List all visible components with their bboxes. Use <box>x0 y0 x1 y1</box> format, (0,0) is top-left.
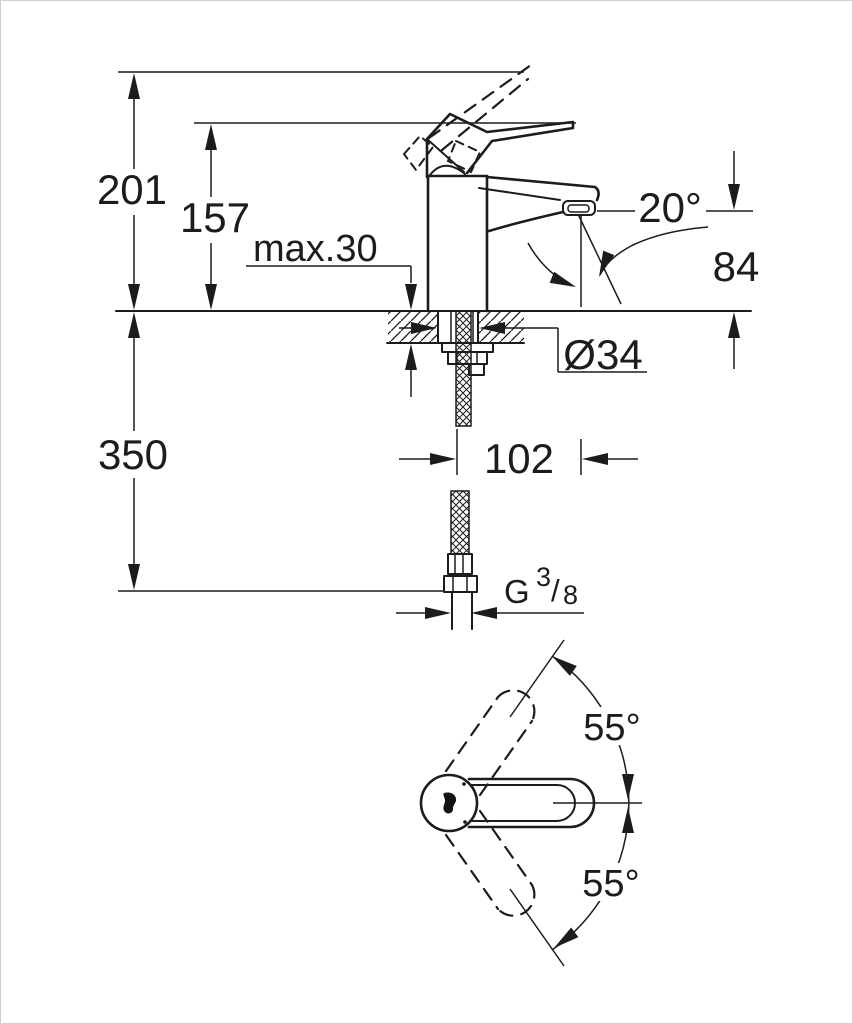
spout-top-edge <box>485 175 600 202</box>
aerator <box>562 200 596 216</box>
dim-spout-reach-label: 102 <box>484 435 554 482</box>
label-backing <box>578 707 646 745</box>
lever-handle <box>425 112 575 179</box>
spout-underside <box>487 210 565 233</box>
handle-rotated-down-dashed <box>444 809 536 917</box>
arrowhead <box>471 607 497 619</box>
cartridge-hidden-outline <box>446 139 482 174</box>
hose-ferrule <box>447 553 473 575</box>
dim-spray-angle-label: 20° <box>638 184 702 231</box>
thread-numerator-label: 3 <box>536 562 551 592</box>
mounting-shank <box>437 310 494 427</box>
thread-g-label: G <box>504 573 530 610</box>
arrowhead <box>128 564 140 590</box>
dim-spout-reach: 102 <box>399 429 638 482</box>
arrowhead <box>549 271 576 287</box>
dim-spray-angle: 20° <box>527 184 709 287</box>
dim-swivel-lower-label: 55° <box>582 863 639 905</box>
mounting-nut-step <box>468 363 485 376</box>
arrowhead <box>552 656 577 676</box>
handle-top-view <box>419 773 596 833</box>
arrowhead <box>479 322 505 334</box>
arrowhead <box>128 312 140 338</box>
handle-up-edge-right <box>478 719 534 797</box>
handle-rotated-up-dashed <box>444 689 536 797</box>
handle-dot-lower <box>463 820 467 824</box>
supply-hose <box>443 490 478 630</box>
arrowhead <box>205 284 217 310</box>
front-section-view: 201 157 max.30 84 20° <box>97 63 759 630</box>
thread-denominator-label: 8 <box>563 580 578 610</box>
aerator-inner <box>567 204 590 213</box>
lever-dome <box>429 164 466 176</box>
arrowhead <box>582 453 608 465</box>
dim-hole-diameter: Ø34 <box>399 322 647 378</box>
handle-inner-outline <box>470 784 576 822</box>
handle-swivel-top-view: 55° 55° <box>419 639 646 967</box>
threaded-rod <box>455 310 472 427</box>
dim-overall-height: 201 <box>97 73 167 310</box>
dim-supply-hose-length-label: 350 <box>98 431 168 478</box>
arrowhead <box>728 184 740 210</box>
braided-hose <box>450 490 470 555</box>
faucet-body <box>426 174 600 313</box>
hose-ferrule-ribs <box>454 554 464 574</box>
hose-nut <box>443 575 478 593</box>
raised-lever-top-edge <box>427 63 533 140</box>
handle-up-end-cap <box>496 689 536 723</box>
mounting-nut-facets <box>456 352 478 364</box>
extension-line-upper-55 <box>509 639 565 718</box>
dim-swivel-upper-label: 55° <box>583 707 640 749</box>
dim-spout-tip-height: 157 <box>180 124 250 310</box>
handle-pivot-circle <box>419 773 479 833</box>
thread-slash-label: / <box>551 573 560 608</box>
stream-angled-line <box>577 213 622 305</box>
handle-down-end-cap <box>496 883 536 917</box>
handle-dot-upper <box>462 782 466 786</box>
shank-inner-lines <box>450 312 474 343</box>
label-backing <box>578 863 644 901</box>
arrowhead <box>425 607 451 619</box>
dim-mounting-thickness-label: max.30 <box>253 228 378 270</box>
dim-hole-diameter-label: Ø34 <box>563 331 642 378</box>
raised-lever-bottom-edge <box>440 77 530 152</box>
mounting-nut <box>447 351 488 365</box>
arrowhead <box>205 124 217 150</box>
arrowhead <box>622 807 634 833</box>
dim-outlet-height-label: 84 <box>713 243 760 290</box>
handle-up-edge-left <box>444 695 500 773</box>
arrowhead <box>128 73 140 99</box>
dim-supply-hose-length: 350 <box>98 312 444 592</box>
arrowhead <box>411 322 437 334</box>
handle-outer-outline <box>467 777 596 829</box>
spout-inner-crease <box>478 187 561 201</box>
arrowhead <box>430 453 456 465</box>
arrowhead <box>599 250 615 277</box>
shank-walls <box>437 310 479 344</box>
arrowhead <box>622 774 634 800</box>
dim-spout-tip-height-label: 157 <box>180 194 250 241</box>
handle-down-edge-left <box>444 833 500 911</box>
extension-line-lower-55 <box>509 888 565 967</box>
connection-tube <box>451 591 473 630</box>
dim-mounting-thickness: max.30 <box>246 228 417 397</box>
handle-down-edge-right <box>478 809 534 887</box>
arrowhead <box>405 344 417 370</box>
arrowhead <box>405 284 417 310</box>
arrowhead <box>554 927 579 948</box>
handle-logo-mark <box>443 792 457 814</box>
arrowhead <box>728 312 740 338</box>
dim-outlet-height: 84 <box>597 151 759 369</box>
lever-outline <box>425 112 575 179</box>
lever-handle-raised-dashed <box>402 63 533 172</box>
dim-overall-height-label: 201 <box>97 166 167 213</box>
dim-thread-size: G 3 / 8 <box>396 562 584 619</box>
raised-lever-head-outline <box>402 134 435 172</box>
arrowhead <box>128 284 140 310</box>
hose-nut-facets <box>452 576 468 592</box>
